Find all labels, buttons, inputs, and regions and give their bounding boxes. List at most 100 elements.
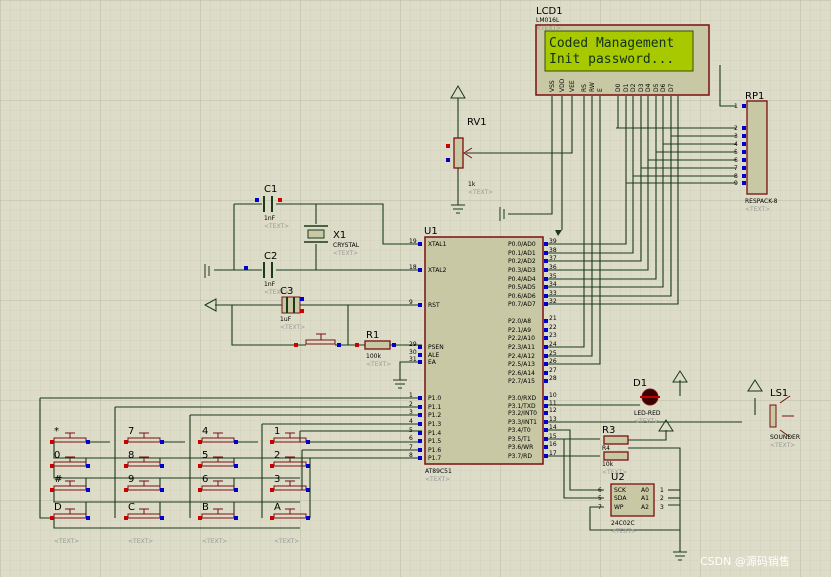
- pin-marker: [544, 354, 548, 358]
- u1-pin-p0-3-ad3: P0.3/AD3: [508, 267, 536, 274]
- u1-pin-p3-7-rd: P3.7/RD: [508, 453, 532, 460]
- key-label: 4: [202, 426, 208, 437]
- key-switch-plunger: [139, 432, 149, 438]
- key-switch-plunger: [213, 456, 223, 462]
- pullup-vcc-arrow: [658, 419, 674, 432]
- key-label: 5: [202, 450, 208, 461]
- potentiometer-rv1[interactable]: RV1 1k <TEXT>: [446, 85, 493, 214]
- pin-marker: [418, 439, 422, 443]
- u2-pin-sck: SCK: [614, 487, 627, 494]
- u2-pin-num: 7: [598, 504, 602, 511]
- keypad-key[interactable]: 5: [198, 450, 238, 468]
- keypad-key[interactable]: C: [124, 502, 164, 520]
- keypad-key[interactable]: A: [270, 502, 310, 520]
- key-label: 2: [274, 450, 280, 461]
- pin-marker: [544, 259, 548, 263]
- keypad-key[interactable]: #: [50, 474, 90, 492]
- capacitor-c3[interactable]: C3 1uF <TEXT>: [280, 286, 305, 331]
- u1-pin-p0-4-ad4: P0.4/AD4: [508, 276, 536, 283]
- u2-pin-a2: A2: [641, 504, 649, 511]
- r1-ref: R1: [366, 330, 379, 341]
- u1-pin-p1-7: P1.7: [428, 455, 441, 462]
- keypad-key[interactable]: 2: [270, 450, 310, 468]
- resistor-r4[interactable]: R4 10k <TEXT>: [602, 445, 629, 476]
- rv1-ref: RV1: [467, 117, 487, 128]
- pin-marker: [124, 440, 128, 444]
- keypad-key[interactable]: *: [50, 426, 90, 444]
- u1-pin-num: 31: [409, 356, 417, 363]
- u2-pin-num: 3: [660, 504, 664, 511]
- c2-text-placeholder: <TEXT>: [264, 289, 289, 296]
- led-d1[interactable]: D1 LED-RED <TEXT>: [633, 378, 661, 425]
- u1-pin-num: 13: [549, 416, 557, 423]
- pin-marker: [270, 516, 274, 520]
- crystal-x1[interactable]: X1 CRYSTAL <TEXT>: [304, 225, 360, 257]
- keypad-key[interactable]: 8: [124, 450, 164, 468]
- keypad-key[interactable]: 7: [124, 426, 164, 444]
- lcd-pin-rw: RW: [589, 82, 596, 92]
- pin-marker: [50, 464, 54, 468]
- u1-pin-ea: EA: [428, 359, 437, 366]
- u1-pin-num: 6: [409, 435, 413, 442]
- key-switch-plunger: [285, 432, 295, 438]
- lcd-line-1: Coded Management: [549, 36, 674, 51]
- u1-pin-num: 3: [409, 409, 413, 416]
- d1-part: LED-RED: [634, 410, 661, 417]
- keypad-key[interactable]: B: [198, 502, 238, 520]
- pin-marker: [418, 456, 422, 460]
- u1-ref: U1: [424, 226, 438, 237]
- pin-marker: [544, 396, 548, 400]
- pin-marker: [544, 302, 548, 306]
- resistor-r1[interactable]: R1 100k <TEXT>: [355, 330, 396, 368]
- pin-marker: [418, 345, 422, 349]
- u1-pin-p3-0-rxd: P3.0/RXD: [508, 395, 536, 402]
- c1-value: 1nF: [264, 215, 276, 222]
- pin-marker: [544, 445, 548, 449]
- c1-text-placeholder: <TEXT>: [264, 223, 289, 230]
- x1-ref: X1: [333, 230, 346, 241]
- resistor-r3[interactable]: R3: [602, 425, 629, 445]
- keypad-key[interactable]: D: [50, 502, 90, 520]
- keypad-key[interactable]: 0: [50, 450, 90, 468]
- keypad-key[interactable]: 4: [198, 426, 238, 444]
- sounder-ls1[interactable]: LS1 SOUNDER <TEXT>: [769, 388, 800, 449]
- r3-text-placeholder: <TEXT>: [602, 469, 627, 476]
- pin-marker: [742, 104, 746, 108]
- watermark: CSDN @源码销售: [700, 554, 790, 568]
- u2-pin-num: 5: [598, 495, 602, 502]
- pin-marker: [234, 464, 238, 468]
- u1-pin-p2-5-a13: P2.5/A13: [508, 361, 535, 368]
- pin-marker: [50, 488, 54, 492]
- u1-part: AT89C51: [425, 468, 452, 475]
- u1-pin-num: 34: [549, 281, 557, 288]
- lcd-ground-symbol: [499, 207, 505, 221]
- lcd-pin-d5: D5: [653, 83, 660, 92]
- lcd-lm016l[interactable]: Coded Management Init password... LCD1 L…: [535, 6, 710, 96]
- u1-pin-p1-5: P1.5: [428, 438, 441, 445]
- lcd-pin-d3: D3: [638, 83, 645, 92]
- sounder-vcc-arrow: [747, 379, 763, 392]
- key-label: 7: [128, 426, 134, 437]
- capacitor-c2[interactable]: C2 1nF <TEXT>: [244, 251, 289, 296]
- u1-pin-p1-4: P1.4: [428, 430, 441, 437]
- pin-marker: [418, 360, 422, 364]
- capacitor-c1[interactable]: C1 1nF <TEXT>: [255, 184, 289, 230]
- key-label: 6: [202, 474, 208, 485]
- keypad-key[interactable]: 3: [270, 474, 310, 492]
- pin-marker: [544, 371, 548, 375]
- pin-marker: [544, 379, 548, 383]
- pin-marker: [418, 448, 422, 452]
- rp1-ref: RP1: [745, 91, 764, 102]
- reset-button[interactable]: [294, 333, 341, 347]
- keypad-key[interactable]: 6: [198, 474, 238, 492]
- key-label: #: [54, 474, 62, 485]
- keypad-key[interactable]: 9: [124, 474, 164, 492]
- keypad-key[interactable]: 1: [270, 426, 310, 444]
